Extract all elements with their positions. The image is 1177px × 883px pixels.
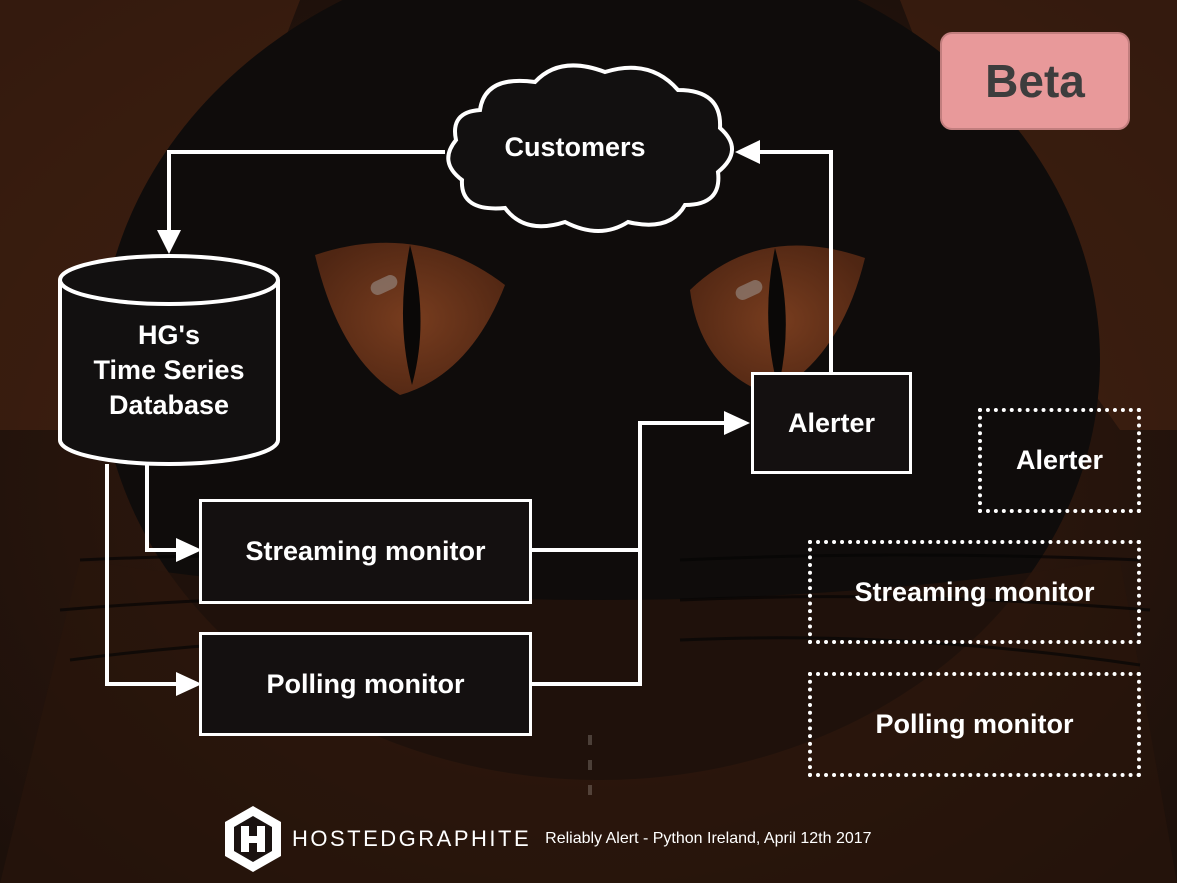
footer-caption: Reliably Alert - Python Ireland, April 1… — [545, 830, 872, 847]
edge-database-to-streaming — [145, 464, 178, 552]
database-label-line2: Time Series — [93, 355, 245, 385]
customers-cloud-shape — [446, 63, 734, 233]
edge-database-to-polling — [105, 464, 178, 686]
polling-monitor-label: Polling monitor — [266, 668, 465, 699]
arrowhead-polling — [176, 672, 202, 696]
brand-name: HOSTEDGRAPHITE — [292, 826, 532, 851]
beta-alerter-node: Alerter — [978, 408, 1141, 513]
customers-label: Customers — [504, 132, 646, 162]
beta-polling-monitor-node: Polling monitor — [808, 672, 1141, 777]
beta-badge: Beta — [940, 32, 1130, 130]
beta-streaming-monitor-node: Streaming monitor — [808, 540, 1141, 644]
edge-polling-to-alerter — [531, 421, 726, 686]
edge-customers-to-database — [167, 150, 445, 232]
arrowhead-database — [157, 230, 181, 254]
database-label-line1: HG's — [138, 320, 200, 350]
streaming-monitor-node: Streaming monitor — [199, 499, 532, 604]
alerter-label: Alerter — [787, 407, 876, 438]
beta-streaming-monitor-label: Streaming monitor — [854, 576, 1095, 607]
alerter-node: Alerter — [751, 372, 912, 474]
arrowhead-streaming — [176, 538, 202, 562]
arrowhead-customers — [735, 140, 760, 164]
arrowhead-alerter — [724, 411, 750, 435]
hostedgraphite-logo-icon — [225, 806, 281, 872]
polling-monitor-node: Polling monitor — [199, 632, 532, 736]
database-label-line3: Database — [108, 390, 230, 420]
beta-alerter-label: Alerter — [1015, 445, 1104, 475]
footer: HOSTEDGRAPHITE Reliably Alert - Python I… — [222, 804, 872, 874]
database-cylinder — [58, 254, 280, 466]
edge-alerter-to-customers — [758, 150, 833, 372]
streaming-monitor-label: Streaming monitor — [245, 536, 486, 566]
database-label: HG's Time Series Database — [60, 318, 278, 423]
beta-polling-monitor-label: Polling monitor — [875, 709, 1074, 739]
